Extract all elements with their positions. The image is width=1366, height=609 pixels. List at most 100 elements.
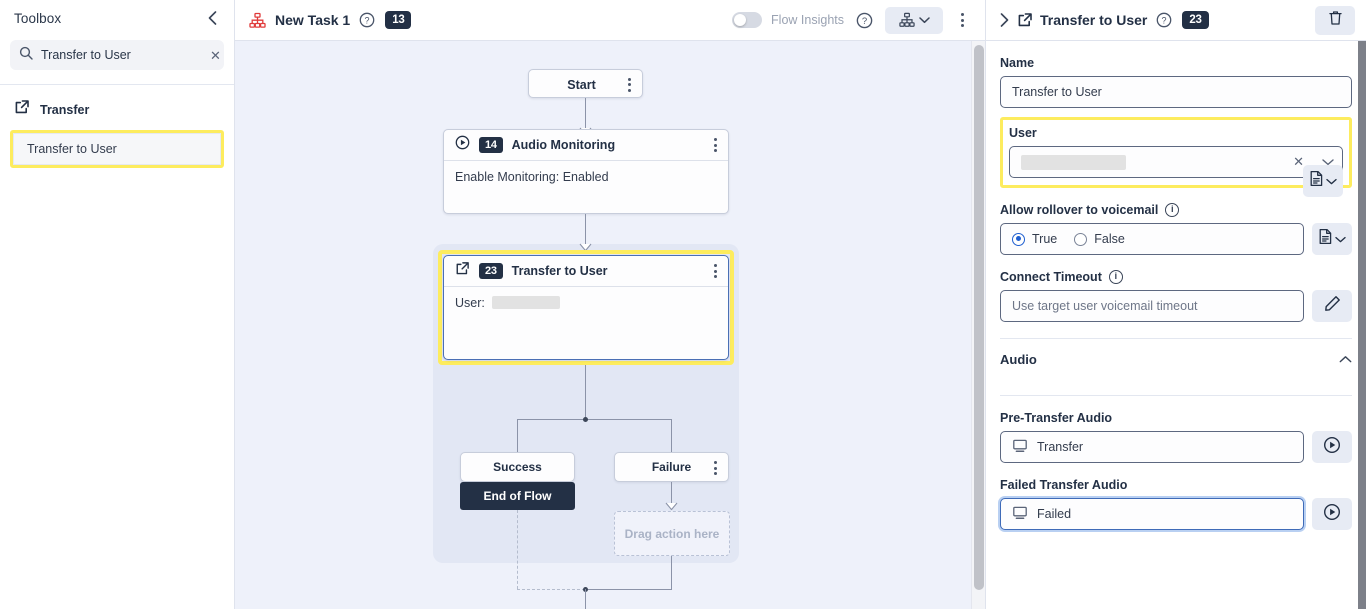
user-variable-button[interactable] <box>1303 165 1343 197</box>
kebab-menu-icon[interactable] <box>618 70 640 99</box>
pre-transfer-audio-play-button[interactable] <box>1312 431 1352 463</box>
toolbox-item-transfer-to-user[interactable]: Transfer to User <box>13 133 221 165</box>
help-circle-icon[interactable]: ? <box>1155 12 1172 29</box>
search-icon <box>19 46 33 65</box>
toggle-knob <box>734 14 747 26</box>
edge-merge-horizontal <box>585 589 672 590</box>
search-box[interactable]: ✕ <box>10 40 224 70</box>
kebab-dots <box>713 264 717 278</box>
edge-start-to-audio <box>585 98 586 130</box>
branch-failure-label: Failure <box>651 460 692 474</box>
audio-section-header[interactable]: Audio <box>1000 339 1352 379</box>
close-icon[interactable]: ✕ <box>1293 154 1304 169</box>
node-transfer-badge: 23 <box>479 263 503 279</box>
toolbox-search-wrap: ✕ <box>0 36 234 70</box>
play-circle-icon <box>1323 436 1341 459</box>
node-transfer-user-label: User: <box>455 296 485 310</box>
chevron-right-icon[interactable] <box>994 13 1014 27</box>
audio-section-divider-top <box>1000 338 1352 339</box>
connect-timeout-placeholder: Use target user voicemail timeout <box>1012 299 1198 313</box>
failed-transfer-audio-row: Failed <box>1000 498 1352 530</box>
kebab-menu-icon[interactable] <box>704 256 726 286</box>
node-transfer-header: 23 Transfer to User <box>444 256 728 286</box>
arrow-head <box>579 239 592 252</box>
node-start[interactable]: Start <box>528 69 643 98</box>
end-of-flow-text: End of Flow <box>483 489 552 503</box>
branch-failure[interactable]: Failure <box>614 452 729 482</box>
failed-transfer-audio-label: Failed Transfer Audio <box>1000 478 1128 492</box>
top-toolbar: New Task 1 ? 13 Flow Insights ? <box>235 0 985 41</box>
external-link-icon <box>1014 12 1036 28</box>
kebab-menu-icon[interactable] <box>704 453 726 483</box>
connect-timeout-row: Use target user voicemail timeout <box>1000 290 1352 322</box>
allow-rollover-variable-button[interactable] <box>1312 223 1352 255</box>
flow-insights-toggle[interactable] <box>732 12 763 28</box>
edge-branch-right <box>671 419 672 452</box>
edge-success-dashed-down <box>517 510 518 589</box>
chevron-up-icon[interactable] <box>1339 352 1352 367</box>
edge-branch-horizontal <box>517 419 671 420</box>
properties-scrollbar[interactable] <box>1358 41 1366 609</box>
properties-badge: 23 <box>1182 11 1209 29</box>
close-icon[interactable]: ✕ <box>210 47 221 63</box>
info-icon[interactable]: i <box>1165 203 1180 217</box>
radio-true[interactable]: True <box>1012 232 1057 246</box>
connect-timeout-label: Connect Timeout <box>1000 270 1102 284</box>
canvas-scrollbar[interactable] <box>971 41 985 609</box>
user-select[interactable]: ✕ <box>1009 146 1343 178</box>
pencil-icon <box>1324 295 1341 317</box>
branch-success[interactable]: Success <box>460 452 575 482</box>
kebab-dots <box>627 77 631 92</box>
connect-timeout-edit-button[interactable] <box>1312 290 1352 322</box>
properties-title: Transfer to User <box>1040 12 1148 28</box>
help-circle-icon-insights[interactable]: ? <box>856 12 873 29</box>
monitor-icon <box>1012 506 1028 523</box>
properties-panel: Transfer to User ? 23 Name Transfer to U… <box>985 0 1366 609</box>
properties-content: Name Transfer to User User ✕ <box>986 56 1366 530</box>
help-circle-icon[interactable]: ? <box>358 12 375 29</box>
node-audio-body: Enable Monitoring: Enabled <box>444 160 728 193</box>
toolbox-item-label: Transfer to User <box>27 142 117 156</box>
transfer-node-highlight <box>438 250 734 365</box>
properties-scrollbar-thumb[interactable] <box>1358 41 1366 609</box>
allow-rollover-radio-group[interactable]: True False <box>1000 223 1304 255</box>
dropzone-failure[interactable]: Drag action here <box>614 511 730 556</box>
kebab-dots <box>960 13 964 27</box>
svg-text:?: ? <box>862 16 867 27</box>
kebab-menu-icon[interactable] <box>704 130 726 160</box>
failed-transfer-audio-play-button[interactable] <box>1312 498 1352 530</box>
kebab-dots <box>713 138 717 152</box>
canvas-column: New Task 1 ? 13 Flow Insights ? <box>235 0 985 609</box>
failed-transfer-audio-input[interactable]: Failed <box>1000 498 1304 530</box>
name-input[interactable]: Transfer to User <box>1000 76 1352 108</box>
layout-mode-button[interactable] <box>885 6 943 34</box>
radio-false[interactable]: False <box>1074 232 1125 246</box>
search-input[interactable] <box>41 48 202 62</box>
info-icon[interactable]: i <box>1108 270 1123 284</box>
node-start-title: Start <box>567 78 596 92</box>
kebab-menu-icon[interactable] <box>951 6 973 34</box>
flow-insights-row: Flow Insights <box>732 12 844 28</box>
flow-insights-label: Flow Insights <box>771 13 844 27</box>
node-audio-monitoring[interactable]: 14 Audio Monitoring Enable Monitoring: E… <box>443 129 729 214</box>
chevron-down-icon <box>1326 172 1337 190</box>
chevron-left-icon[interactable] <box>203 9 221 27</box>
pre-transfer-audio-input[interactable]: Transfer <box>1000 431 1304 463</box>
external-link-icon <box>14 99 30 120</box>
pre-transfer-audio-value: Transfer <box>1037 440 1084 454</box>
document-icon <box>1318 228 1333 250</box>
play-circle-icon <box>1323 503 1341 526</box>
pre-transfer-audio-label: Pre-Transfer Audio <box>1000 411 1113 425</box>
node-transfer-to-user[interactable]: 23 Transfer to User User: <box>443 255 729 360</box>
allow-rollover-label-row: Allow rollover to voicemail i <box>1000 203 1352 217</box>
connect-timeout-input[interactable]: Use target user voicemail timeout <box>1000 290 1304 322</box>
delete-node-button[interactable] <box>1315 5 1355 35</box>
canvas-scrollbar-thumb[interactable] <box>974 45 984 590</box>
toolbox-category-transfer[interactable]: Transfer <box>0 85 234 120</box>
monitor-icon <box>1012 439 1028 456</box>
flow-canvas[interactable]: Start 14 Audio Monitoring <box>235 41 985 609</box>
chevron-down-icon[interactable] <box>1322 153 1334 171</box>
node-audio-header: 14 Audio Monitoring <box>444 130 728 160</box>
name-input-value: Transfer to User <box>1012 85 1102 99</box>
